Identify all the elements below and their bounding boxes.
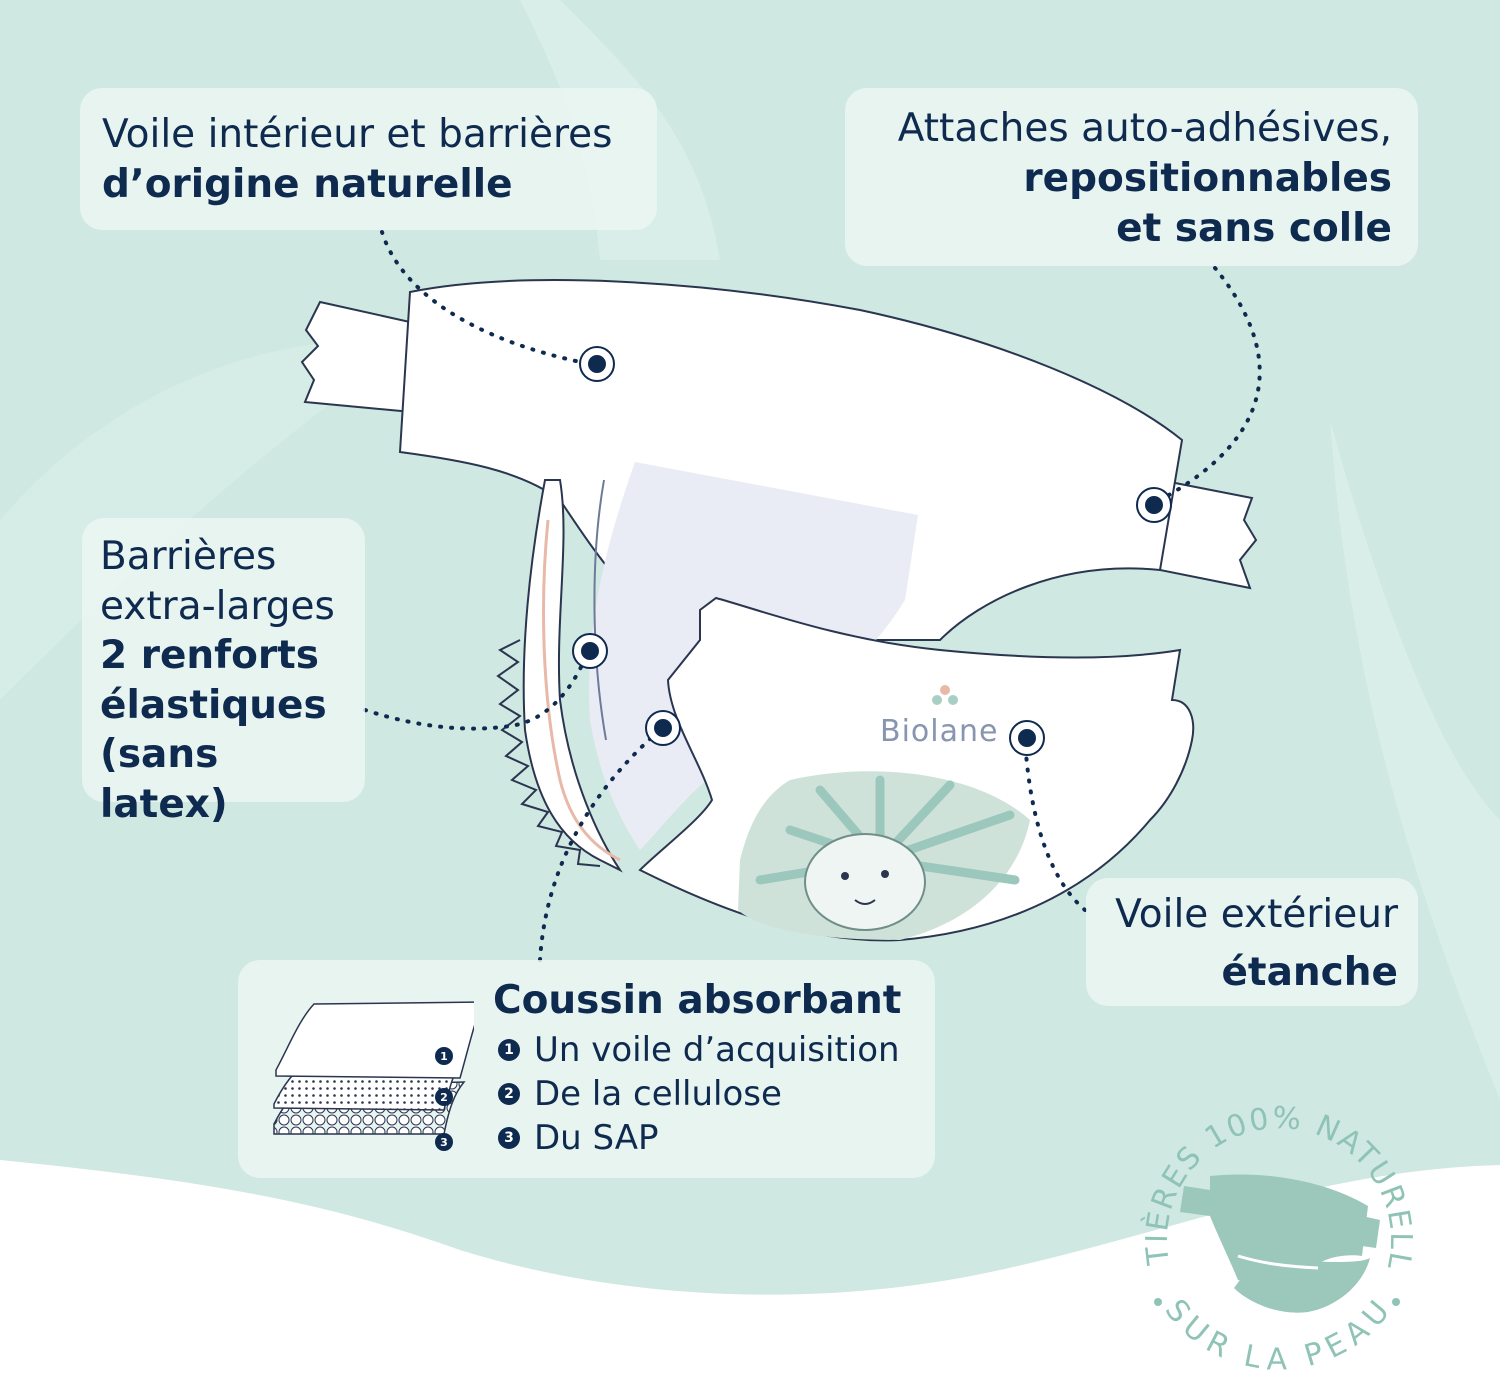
callout-fasteners: Attaches auto-adhésives, repositionnable… [845, 88, 1418, 266]
absorbent-core-title: Coussin absorbant [493, 978, 902, 1023]
layer-number-badge: 1 [498, 1039, 520, 1061]
layers-illustration: 1 2 3 [273, 1001, 474, 1151]
layer-number-badge: 3 [498, 1127, 520, 1149]
brand-flower-icon [932, 685, 958, 705]
outer-veil-line1: Voile extérieur [1115, 892, 1398, 937]
svg-text:1: 1 [440, 1050, 448, 1063]
barriers-line2: extra-larges [100, 583, 335, 629]
barriers-line1: Barrières [100, 534, 277, 579]
natural-materials-badge: MATIÈRES 100% NATURELLES SUR LA PEAU [1118, 1066, 1416, 1377]
layer-list-item: 1 Un voile d’acquisition [498, 1030, 900, 1070]
layer-label: Un voile d’acquisition [534, 1030, 900, 1070]
badge-diaper-icon [1180, 1174, 1380, 1313]
callout-outer-veil: Voile extérieur étanche [1086, 878, 1418, 1006]
layer-label: Du SAP [534, 1118, 659, 1158]
barriers-line3: 2 renforts [100, 633, 320, 678]
inner-veil-line1: Voile intérieur et barrières [102, 112, 613, 157]
barriers-line5: (sans latex) [100, 732, 228, 827]
inner-veil-line2: d’origine naturelle [102, 162, 513, 207]
outer-veil-line2: étanche [1221, 950, 1398, 995]
right-fastening-tab [1158, 480, 1258, 590]
callout-absorbent-core: 1 2 3 Coussin absorbant 1 Un voile d’acq… [238, 960, 935, 1178]
lion-print [738, 771, 1030, 940]
layer-list-item: 3 Du SAP [498, 1118, 659, 1158]
layer-1-acquisition-veil [275, 1001, 474, 1079]
fasteners-line2: repositionnables [1023, 156, 1392, 201]
fasteners-line1: Attaches auto-adhésives, [897, 106, 1392, 151]
brand-logo: Biolane [880, 714, 999, 749]
left-fastening-tab [300, 300, 414, 414]
layer-number-badge: 2 [498, 1083, 520, 1105]
layer-list-item: 2 De la cellulose [498, 1074, 782, 1114]
svg-text:2: 2 [440, 1091, 448, 1104]
layer-label: De la cellulose [534, 1074, 782, 1114]
callout-inner-veil: Voile intérieur et barrières d’origine n… [80, 88, 657, 230]
callout-barriers: Barrières extra-larges 2 renforts élasti… [82, 518, 365, 827]
svg-text:3: 3 [440, 1136, 448, 1149]
fasteners-line3: et sans colle [1116, 206, 1392, 251]
barriers-line4: élastiques [100, 682, 327, 728]
